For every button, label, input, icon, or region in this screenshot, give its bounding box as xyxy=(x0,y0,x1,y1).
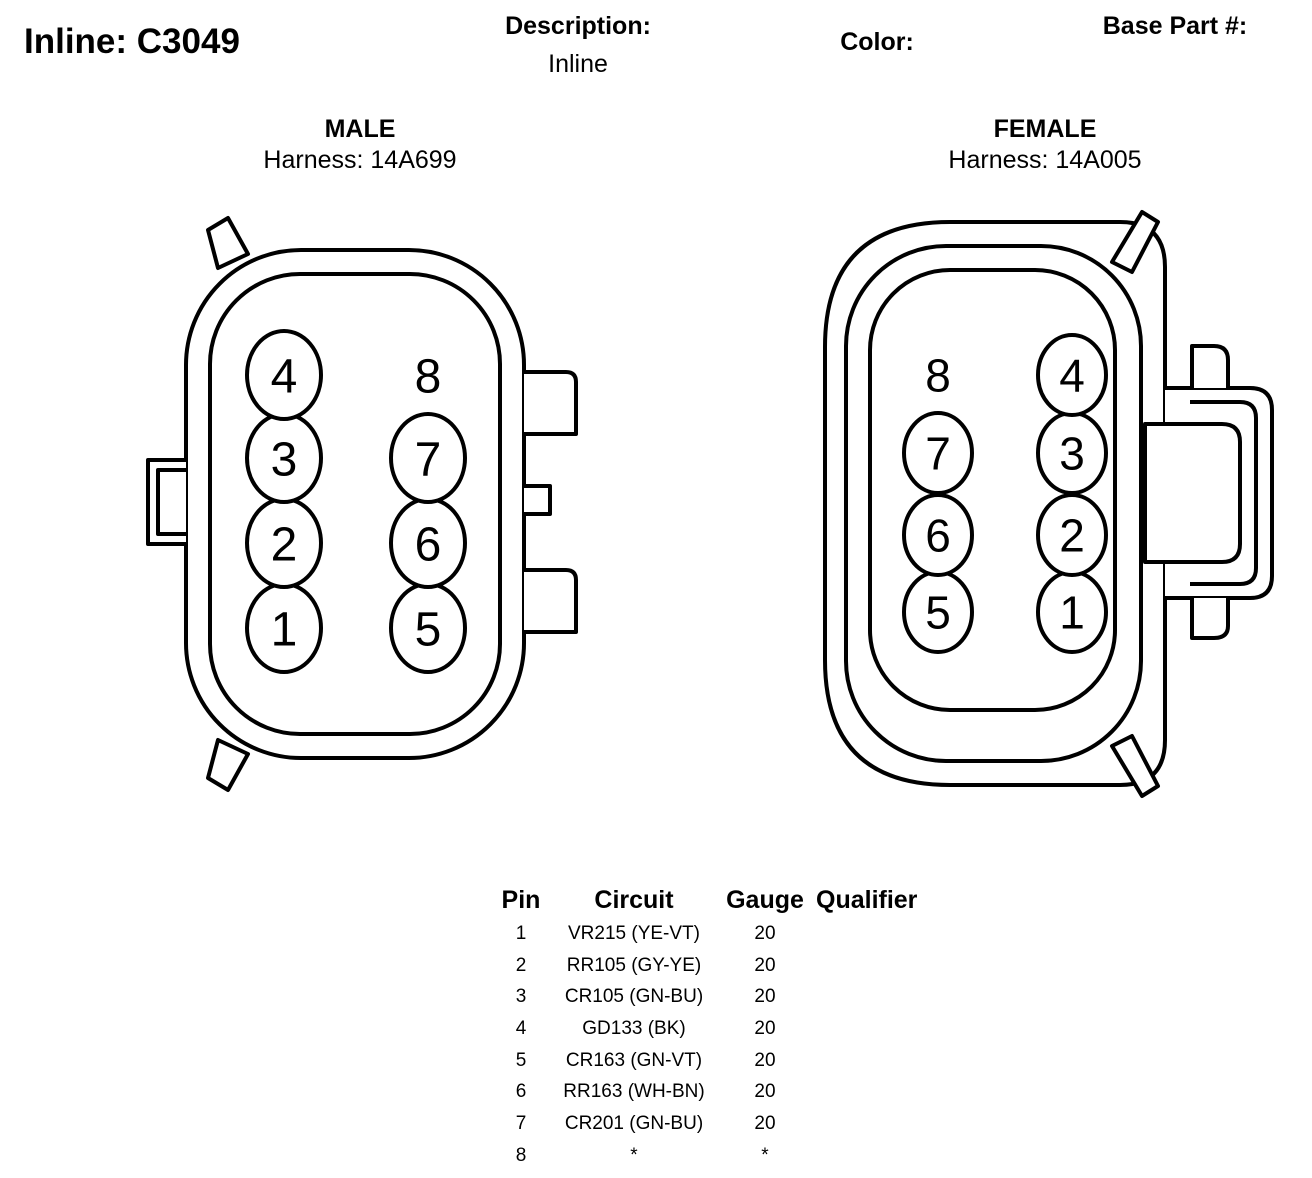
female-pin-number-6: 6 xyxy=(925,510,951,562)
male-key-upper xyxy=(524,370,578,436)
male-pin-number-5: 5 xyxy=(415,603,442,656)
pin-cell: 7 xyxy=(515,1112,527,1134)
male-key-middle xyxy=(524,484,552,516)
gauge-header: Gauge xyxy=(726,885,804,914)
table-row: 1 VR215 (YE-VT) 20 xyxy=(492,918,930,950)
pin-cell: 6 xyxy=(515,1081,527,1103)
table-row: 2 RR105 (GY-YE) 20 xyxy=(492,950,930,982)
female-lock-inner xyxy=(1143,422,1242,564)
pin-cell: 5 xyxy=(515,1049,527,1071)
male-heading: MALE xyxy=(324,115,396,143)
male-pin-number-2: 2 xyxy=(271,518,298,571)
gauge-cell: 20 xyxy=(754,1081,776,1103)
male-inner-face xyxy=(208,272,502,736)
female-latch-top xyxy=(1110,210,1160,274)
circuit-cell: GD133 (BK) xyxy=(582,1017,686,1039)
female-pin-number-1: 1 xyxy=(1059,587,1085,639)
male-pin-number-6: 6 xyxy=(415,518,442,571)
gauge-cell: 20 xyxy=(754,1112,776,1134)
circuit-cell: RR163 (WH-BN) xyxy=(563,1081,705,1103)
description-label: Description: xyxy=(505,12,651,40)
table-row: 8 * * xyxy=(492,1140,930,1172)
gauge-cell: 20 xyxy=(754,954,776,976)
male-pin-number-4: 4 xyxy=(271,350,298,403)
female-harness: Harness: 14A005 xyxy=(948,146,1142,174)
female-latch-bottom xyxy=(1110,734,1160,798)
female-pin-number-7: 7 xyxy=(925,428,951,480)
gauge-cell: 20 xyxy=(754,1049,776,1071)
table-row: 3 CR105 (GN-BU) 20 xyxy=(492,981,930,1013)
female-pin-cavity-7 xyxy=(902,411,974,495)
pin-header: Pin xyxy=(501,885,541,914)
male-pin-number-3: 3 xyxy=(271,433,298,486)
male-latch-bottom xyxy=(206,738,250,792)
female-outer-shell xyxy=(823,220,1167,787)
male-pin-cavity-7 xyxy=(389,412,467,504)
circuit-cell: CR201 (GN-BU) xyxy=(564,1112,704,1134)
male-lock-tab xyxy=(146,458,186,546)
pin-cell: 2 xyxy=(515,954,527,976)
pin-cell: 3 xyxy=(515,986,527,1008)
qualifier-cell xyxy=(812,1013,930,1045)
table-row: 5 CR163 (GN-VT) 20 xyxy=(492,1045,930,1077)
table-row: 6 RR163 (WH-BN) 20 xyxy=(492,1076,930,1108)
qualifier-cell xyxy=(812,1140,930,1172)
pin-table: Pin Circuit Gauge Qualifier 1 VR215 (YE-V… xyxy=(492,882,930,1172)
male-outer-shell xyxy=(184,248,526,760)
male-harness: Harness: 14A699 xyxy=(263,146,457,174)
female-key-lower xyxy=(1190,598,1230,640)
circuit-header: Circuit xyxy=(594,885,674,914)
female-key-upper xyxy=(1190,344,1230,388)
gauge-cell: * xyxy=(761,1144,769,1166)
gauge-cell: 20 xyxy=(754,922,776,944)
male-key-lower xyxy=(524,568,578,634)
female-pin-number-4: 4 xyxy=(1059,350,1085,402)
pin-cell: 8 xyxy=(515,1144,527,1166)
color-label: Color: xyxy=(840,28,914,56)
circuit-cell: CR163 (GN-VT) xyxy=(565,1049,703,1071)
female-pin-number-8: 8 xyxy=(925,350,951,402)
qualifier-cell xyxy=(812,1108,930,1140)
connector-title: Inline: C3049 xyxy=(24,22,240,61)
circuit-cell: CR105 (GN-BU) xyxy=(564,986,704,1008)
qualifier-cell xyxy=(812,1045,930,1077)
male-pin-cavity-4 xyxy=(245,329,323,421)
gauge-cell: 20 xyxy=(754,1017,776,1039)
male-pin-number-7: 7 xyxy=(415,433,442,486)
pin-cell: 4 xyxy=(515,1017,527,1039)
description-value: Inline xyxy=(548,50,608,78)
female-pin-number-3: 3 xyxy=(1059,428,1085,480)
male-pin-number-8: 8 xyxy=(415,350,442,403)
female-pin-cavity-4 xyxy=(1036,333,1108,417)
male-pin-number-1: 1 xyxy=(271,603,298,656)
female-pin-number-5: 5 xyxy=(925,587,951,639)
qualifier-header: Qualifier xyxy=(816,885,918,914)
qualifier-cell xyxy=(812,1076,930,1108)
base-part-label: Base Part #: xyxy=(1102,12,1248,40)
female-inner-face xyxy=(868,268,1117,712)
circuit-cell: * xyxy=(630,1144,638,1166)
table-row: 4 GD133 (BK) 20 xyxy=(492,1013,930,1045)
gauge-cell: 20 xyxy=(754,986,776,1008)
circuit-cell: VR215 (YE-VT) xyxy=(568,922,700,944)
female-mid-frame xyxy=(844,244,1143,763)
circuit-cell: RR105 (GY-YE) xyxy=(566,954,702,976)
pin-cell: 1 xyxy=(515,922,527,944)
qualifier-cell xyxy=(812,950,930,982)
female-pin-number-2: 2 xyxy=(1059,510,1085,562)
female-connector xyxy=(823,210,1274,798)
qualifier-cell xyxy=(812,918,930,950)
male-connector xyxy=(146,216,578,792)
female-heading: FEMALE xyxy=(993,115,1097,143)
qualifier-cell xyxy=(812,981,930,1013)
male-latch-top xyxy=(206,216,250,270)
table-row: 7 CR201 (GN-BU) 20 xyxy=(492,1108,930,1140)
pin-table-header: Pin Circuit Gauge Qualifier xyxy=(492,882,930,918)
